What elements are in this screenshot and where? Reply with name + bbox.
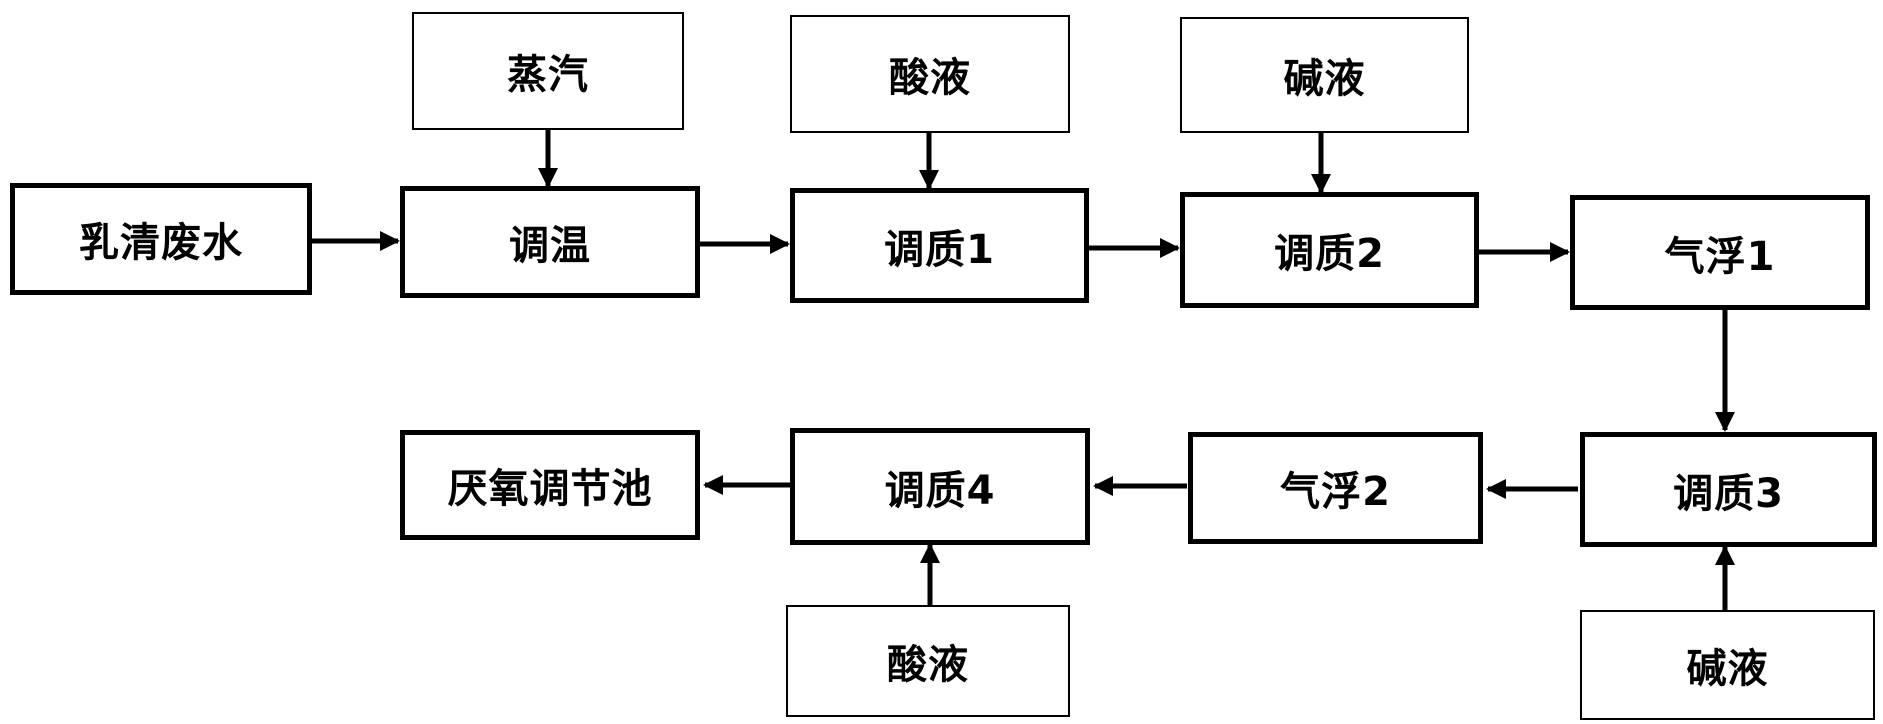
node-label: 气浮2 <box>1280 469 1391 515</box>
node-label: 酸液 <box>887 642 969 688</box>
node-label: 气浮1 <box>1664 233 1776 280</box>
node-acid-2: 酸液 <box>786 605 1070 717</box>
node-alkali-2: 碱液 <box>1580 610 1875 720</box>
node-label: 蒸汽 <box>507 52 589 98</box>
node-label: 调温 <box>509 223 591 269</box>
node-temp-adjust: 调温 <box>400 186 700 298</box>
node-label: 调质4 <box>884 467 996 514</box>
node-label: 调质1 <box>884 226 995 273</box>
node-label: 调质2 <box>1274 231 1385 277</box>
node-whey-wastewater: 乳清废水 <box>10 183 312 295</box>
node-conditioning-1: 调质1 <box>790 188 1089 303</box>
node-label: 碱液 <box>1686 646 1769 692</box>
node-steam: 蒸汽 <box>412 12 684 130</box>
node-conditioning-3: 调质3 <box>1580 432 1877 547</box>
node-label: 碱液 <box>1283 56 1366 102</box>
node-air-flotation-2: 气浮2 <box>1188 432 1483 544</box>
node-conditioning-2: 调质2 <box>1180 192 1479 308</box>
node-label: 酸液 <box>889 55 971 101</box>
node-conditioning-4: 调质4 <box>790 428 1090 545</box>
node-anaerobic-tank: 厌氧调节池 <box>400 430 700 540</box>
node-label: 厌氧调节池 <box>447 466 653 512</box>
node-alkali-1: 碱液 <box>1180 17 1469 133</box>
node-label: 乳清废水 <box>79 220 243 266</box>
node-air-flotation-1: 气浮1 <box>1570 195 1870 310</box>
node-label: 调质3 <box>1673 470 1784 517</box>
node-acid-1: 酸液 <box>790 15 1070 133</box>
